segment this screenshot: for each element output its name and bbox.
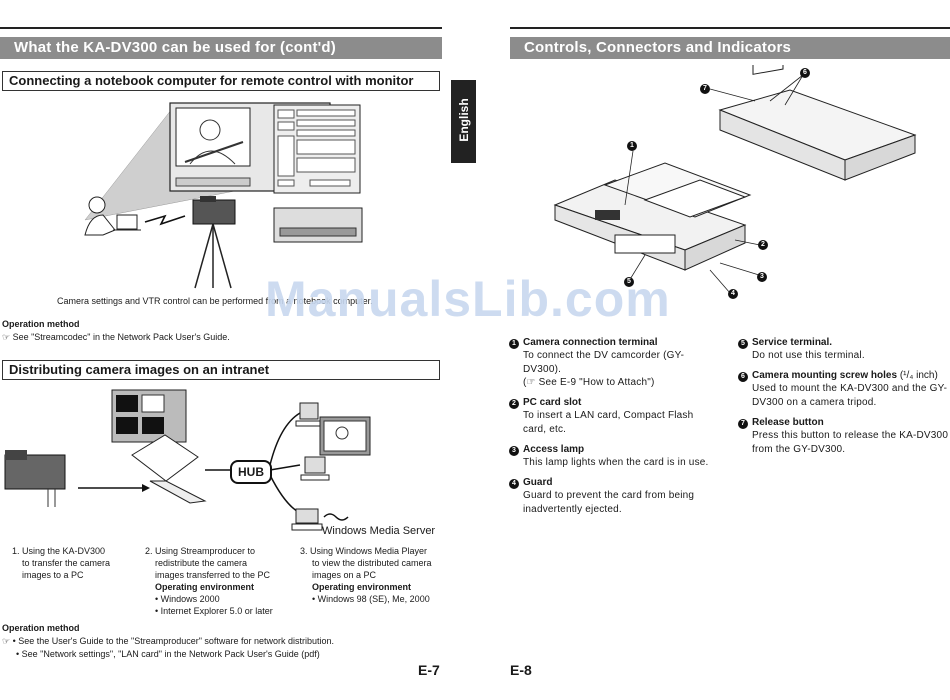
item-title: Service terminal.: [752, 337, 833, 348]
intranet-distribution-illustration: [4, 389, 371, 531]
item-number: 3: [509, 446, 519, 456]
item-body-line: Guard to prevent the card from being: [523, 490, 695, 501]
remote-control-illustration: [84, 102, 363, 289]
item-7: 7 Release button Press this button to rel…: [738, 416, 950, 456]
item-title: Access lamp: [523, 444, 585, 455]
section1-op-text-row: ☞ See "Streamcodec" in the Network Pack …: [2, 331, 230, 343]
step-2: 2. Using Streamproducer to redistribute …: [145, 545, 295, 617]
item-body-line: DV300 on a camera tripod.: [752, 396, 877, 408]
section2-op-text: • See the User's Guide to the "Streampro…: [12, 636, 334, 646]
page-number-right: E-8: [510, 662, 532, 678]
callout-5: 5: [624, 277, 634, 287]
page-header-left: What the KA-DV300 can be used for (cont'…: [0, 37, 442, 59]
item-title: Camera mounting screw holes: [752, 370, 898, 381]
item-number: 7: [738, 419, 748, 429]
item-2: 2 PC card slot To insert a LAN card, Comp…: [509, 396, 724, 436]
item-title: PC card slot: [523, 397, 582, 408]
callout-2: 2: [758, 240, 768, 250]
step-3-env-label: Operating environment: [312, 582, 412, 592]
item-body-line: from the GY-DV300.: [752, 443, 846, 455]
callout-1: 1: [627, 141, 637, 151]
step-2-line: images transferred to the PC: [155, 570, 271, 580]
top-rule-right: [510, 27, 950, 29]
item-body-line: To connect the DV camcorder (GY-: [523, 350, 685, 361]
step-1-line: images to a PC: [22, 570, 84, 580]
step-3-env: • Windows 98 (SE), Me, 2000: [312, 594, 430, 604]
page-header-right: Controls, Connectors and Indicators: [510, 37, 950, 59]
item-number: 6: [738, 372, 748, 382]
item-body-line: Press this button to release the KA-DV30…: [752, 430, 949, 441]
item-title-suffix: (¹/₄ inch): [897, 370, 938, 381]
step-1-line: 1. Using the KA-DV300: [12, 546, 106, 556]
item-body-line: DV300).: [523, 363, 562, 375]
page-number-left: E-7: [418, 662, 440, 678]
device-diagram: [553, 65, 917, 294]
item-1: 1 Camera connection terminal To connect t…: [509, 336, 724, 390]
step-2-env: • Windows 2000: [155, 594, 220, 604]
item-number: 4: [509, 479, 519, 489]
section1-op-label: Operation method: [2, 319, 80, 329]
item-3: 3 Access lamp This lamp lights when the c…: [509, 443, 734, 470]
step-2-env: • Internet Explorer 5.0 or later: [155, 606, 273, 616]
section2-op-line-2: • See "Network settings", "LAN card" in …: [16, 649, 320, 659]
language-tab-label: English: [457, 98, 471, 142]
item-body-line: Used to mount the KA-DV300 and the GY-: [752, 383, 948, 394]
step-3: 3. Using Windows Media Player to view th…: [300, 545, 448, 605]
top-rule-left: [0, 27, 442, 29]
watermark: ManualsLib.com: [265, 271, 671, 327]
step-2-line: 2. Using Streamproducer to: [145, 546, 256, 556]
section1-caption: Camera settings and VTR control can be p…: [57, 296, 373, 306]
language-tab: English: [451, 80, 476, 163]
step-1-line: to transfer the camera: [22, 558, 111, 568]
item-number: 5: [738, 339, 748, 349]
item-body-line: card, etc.: [523, 423, 567, 435]
item-title: Release button: [752, 417, 824, 428]
step-2-env-label: Operating environment: [155, 582, 255, 592]
item-number: 1: [509, 339, 519, 349]
step-1: 1. Using the KA-DV300 to transfer the ca…: [12, 545, 137, 581]
item-body-line: inadvertently ejected.: [523, 503, 622, 515]
item-4: 4 Guard Guard to prevent the card from be…: [509, 476, 724, 516]
hub-label: HUB: [230, 460, 272, 484]
pointing-hand-icon: ☞: [2, 332, 13, 342]
callout-3: 3: [757, 272, 767, 282]
step-3-line: 3. Using Windows Media Player: [300, 546, 428, 556]
section2-title: Distributing camera images on an intrane…: [2, 360, 440, 380]
step-3-line: to view the distributed camera: [312, 558, 432, 568]
section1-op-text: See "Streamcodec" in the Network Pack Us…: [12, 332, 230, 342]
section2-op-label: Operation method: [2, 623, 80, 633]
callout-6: 6: [800, 68, 810, 78]
callout-7: 7: [700, 84, 710, 94]
step-3-line: images on a PC: [312, 570, 377, 580]
item-5: 5 Service terminal. Do not use this termi…: [738, 336, 948, 363]
pointing-hand-icon: ☞: [2, 636, 13, 646]
section2-op-line-1: ☞ • See the User's Guide to the "Streamp…: [2, 635, 334, 647]
item-body-line: Do not use this terminal.: [752, 350, 865, 361]
server-label: Windows Media Server: [322, 525, 436, 537]
item-body-line: This lamp lights when the card is in use…: [523, 457, 709, 468]
step-2-line: redistribute the camera: [155, 558, 248, 568]
callout-4: 4: [728, 289, 738, 299]
section1-title: Connecting a notebook computer for remot…: [2, 71, 440, 91]
item-body-line: To insert a LAN card, Compact Flash: [523, 410, 694, 421]
item-number: 2: [509, 399, 519, 409]
item-body-line: (☞ See E-9 "How to Attach"): [523, 377, 655, 388]
item-title: Guard: [523, 477, 553, 488]
item-title: Camera connection terminal: [523, 337, 658, 348]
